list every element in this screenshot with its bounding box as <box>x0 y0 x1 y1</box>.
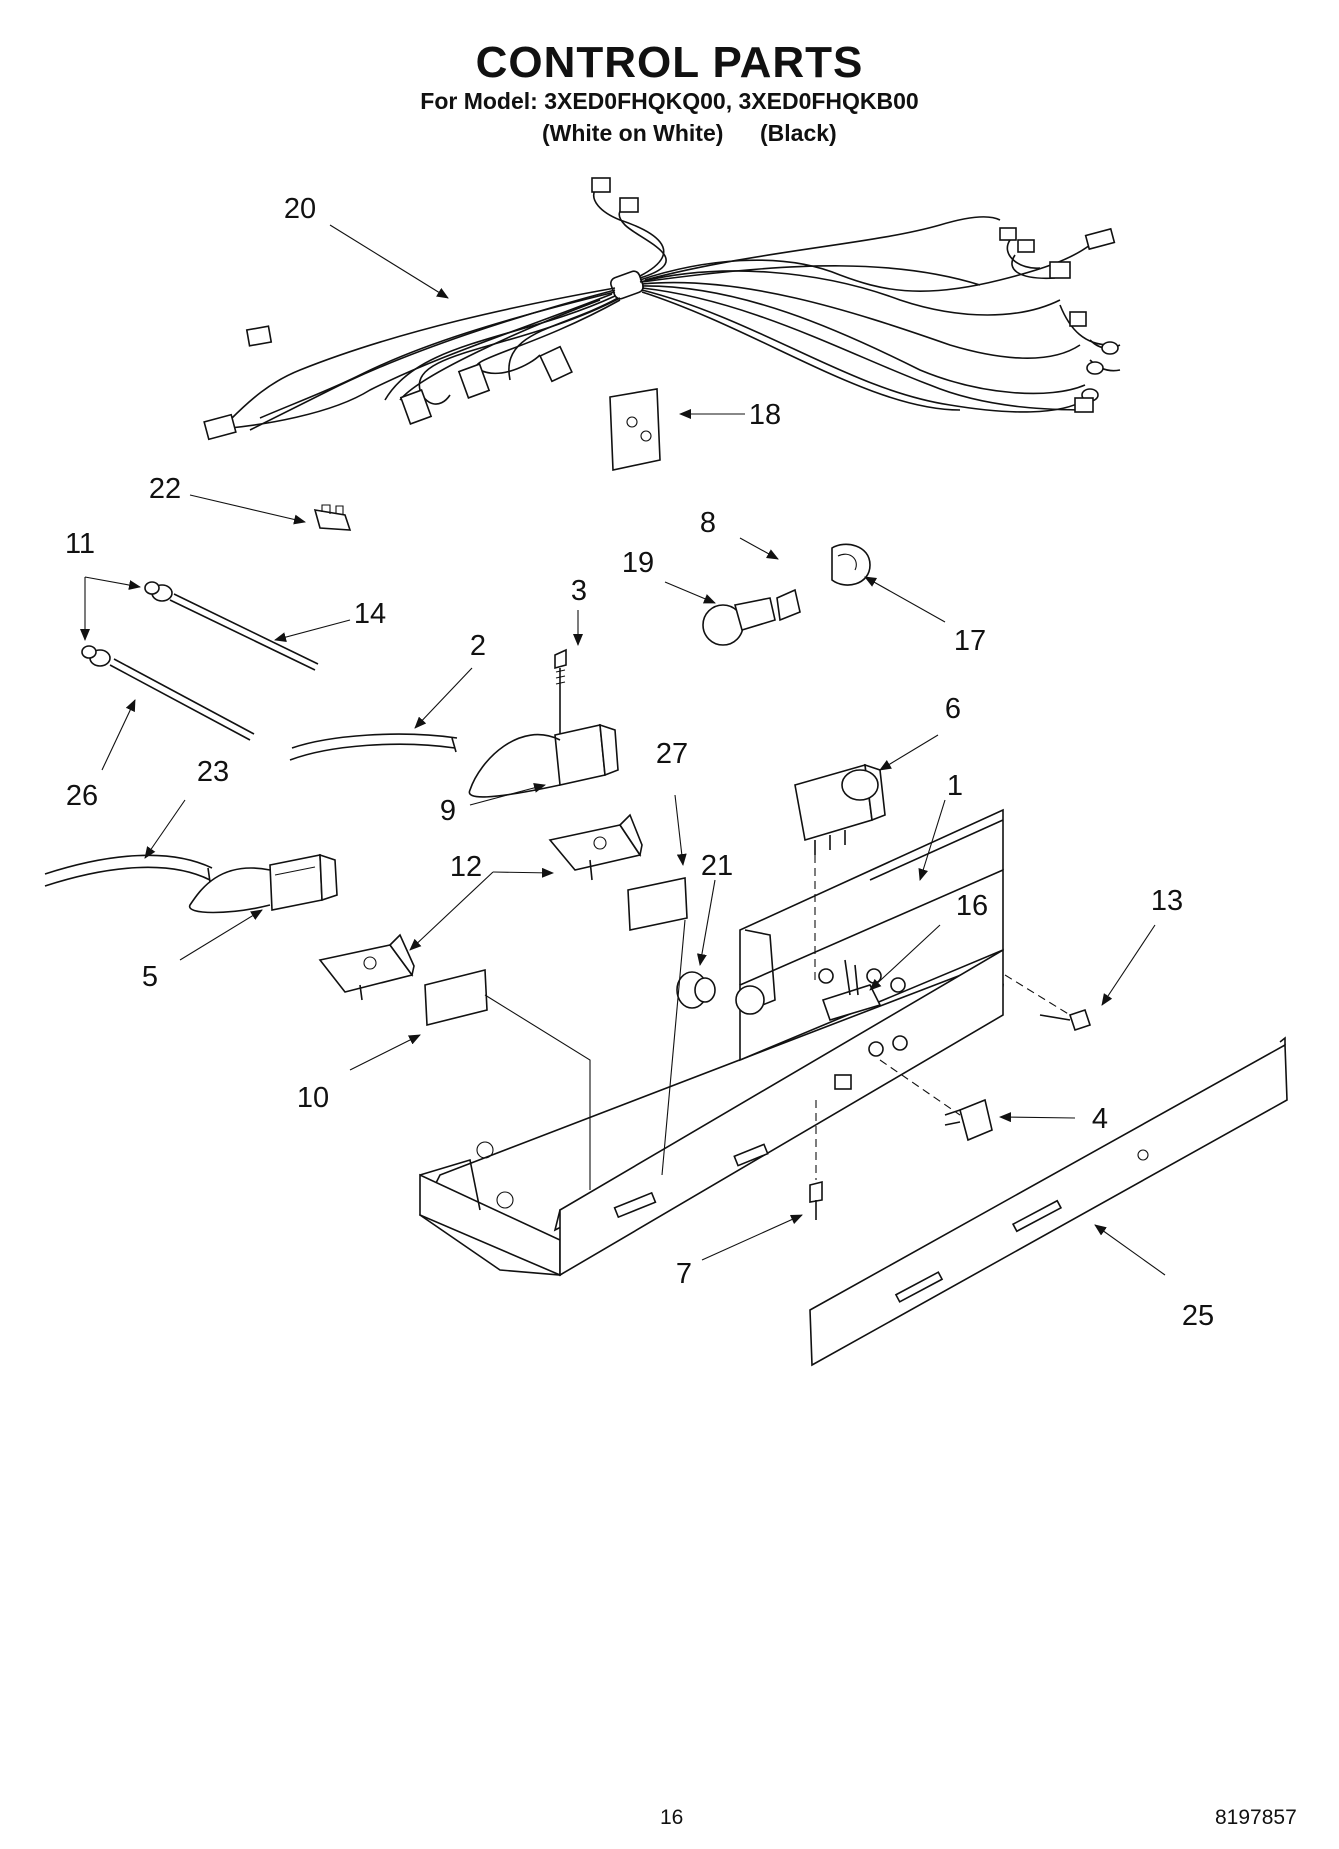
callout-14: 14 <box>354 598 386 630</box>
mounting-plate <box>609 388 661 471</box>
page-number: 16 <box>660 1806 684 1829</box>
callout-6: 6 <box>945 693 961 725</box>
leader-lines <box>80 224 1166 1276</box>
switch-5 <box>189 853 338 914</box>
callout-1: 1 <box>947 770 963 802</box>
callout-18: 18 <box>749 399 781 431</box>
callout-5: 5 <box>142 961 158 993</box>
rods-and-grommets <box>81 581 319 741</box>
timer-control <box>794 763 886 855</box>
callout-8: 8 <box>700 507 716 539</box>
callout-22: 22 <box>149 473 181 505</box>
callout-23: 23 <box>197 756 229 788</box>
callout-numbers: 20 18 22 11 14 26 2 23 3 9 5 12 27 21 10… <box>65 193 1214 1332</box>
callout-27: 27 <box>656 738 688 770</box>
switch-with-screw <box>468 648 619 798</box>
callout-3: 3 <box>571 575 587 607</box>
callout-4: 4 <box>1092 1103 1108 1135</box>
callout-21: 21 <box>701 850 733 882</box>
callout-26: 26 <box>66 780 98 812</box>
control-housing <box>418 808 1004 1277</box>
page-title: CONTROL PARTS <box>475 38 864 87</box>
variant-black: (Black) <box>760 120 837 146</box>
screw-13 <box>1039 1008 1092 1032</box>
callout-11: 11 <box>65 528 95 560</box>
callout-20: 20 <box>284 193 316 225</box>
callout-12: 12 <box>450 851 482 883</box>
callout-13: 13 <box>1151 885 1183 917</box>
callout-7: 7 <box>676 1258 692 1290</box>
callout-25: 25 <box>1182 1300 1214 1332</box>
cover-strip <box>809 1036 1288 1367</box>
callout-16: 16 <box>956 890 988 922</box>
callout-9: 9 <box>440 795 456 827</box>
lamp-assembly <box>702 543 871 646</box>
document-number: 8197857 <box>1215 1806 1297 1829</box>
assembly-guides <box>484 855 1071 1190</box>
wire-harness <box>203 177 1121 441</box>
clip <box>313 504 352 531</box>
callout-10: 10 <box>297 1082 329 1114</box>
labels <box>424 877 688 1027</box>
brackets-12 <box>318 813 643 1001</box>
tubes <box>44 733 458 887</box>
callout-19: 19 <box>622 547 654 579</box>
clip-4 <box>944 1098 993 1142</box>
callout-17: 17 <box>954 625 986 657</box>
callout-2: 2 <box>470 630 486 662</box>
screw-7 <box>809 1180 823 1220</box>
model-line: For Model: 3XED0FHQKQ00, 3XED0FHQKB00 <box>420 88 919 114</box>
variant-white: (White on White) <box>542 120 724 146</box>
